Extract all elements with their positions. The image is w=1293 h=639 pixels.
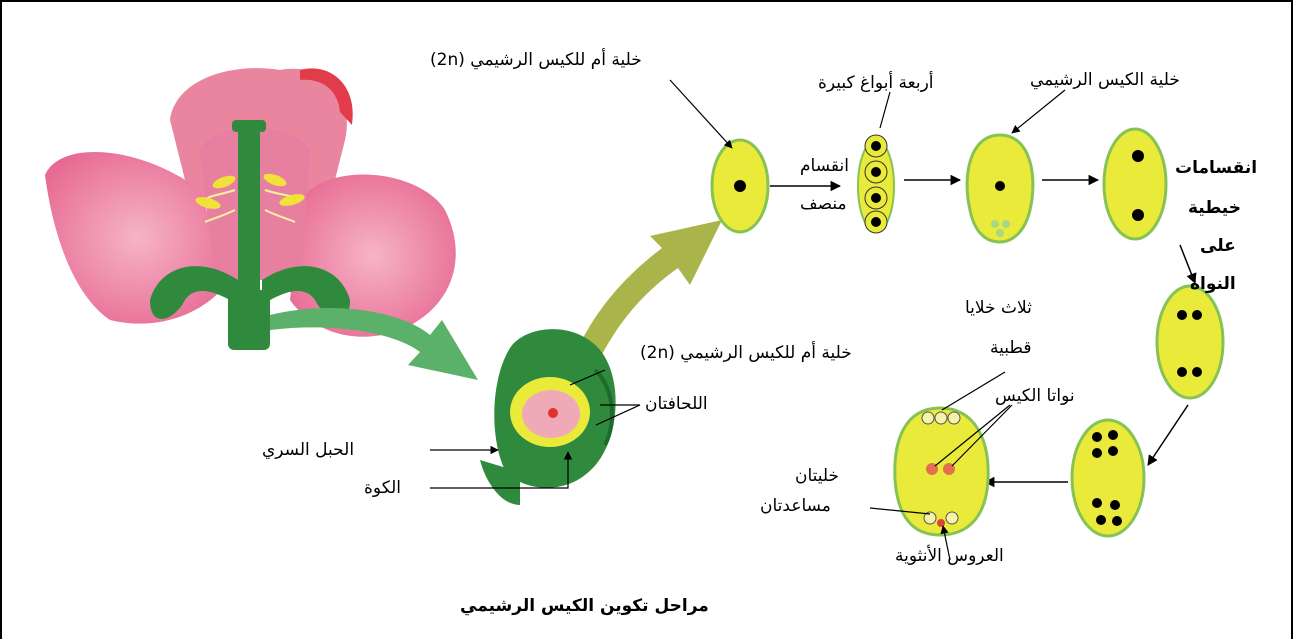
ovule-megaspore-nucleus (548, 408, 558, 418)
label-micropyle: الكوة (364, 480, 401, 497)
label-embryo-sac-cell: خلية الكيس الرشيمي (1030, 72, 1180, 89)
label-egg: العروس الأنثوية (895, 548, 1004, 565)
antipodal-2 (935, 412, 947, 424)
egg-cell (937, 519, 945, 527)
label-meiosis-2: منصف (800, 196, 847, 213)
arrow-4-to-8 (1148, 405, 1188, 465)
antipodal-1 (922, 412, 934, 424)
label-synergids-1: خليتان (795, 468, 839, 485)
label-megaspore-mother-top: خلية أم للكيس الرشيمي (2n) (430, 52, 642, 69)
embryo-sac-nucleus (995, 181, 1005, 191)
diagram-title: مراحل تكوين الكيس الرشيمي (460, 598, 709, 615)
label-mitotic-2: خيطية (1188, 200, 1241, 217)
pistil-stigma (232, 120, 266, 132)
label-megaspore-mother-ovule: خلية أم للكيس الرشيمي (2n) (640, 345, 852, 362)
mature-embryo-sac (895, 408, 988, 535)
pistil-style (238, 128, 260, 318)
label-three-cells-2: قطبية (990, 340, 1031, 357)
eight-nuclei-stage (1072, 420, 1144, 536)
label-polar-nuclei: نواتا الكيس (995, 388, 1075, 405)
ovule-illustration (480, 329, 616, 505)
label-mitotic-3: على (1200, 238, 1236, 255)
antipodal-3 (948, 412, 960, 424)
label-mitotic-4: النواة (1190, 276, 1236, 293)
flower-illustration (45, 68, 456, 350)
label-meiosis-1: انقسام (800, 158, 849, 175)
label-mitotic-1: انقسامات (1175, 160, 1257, 177)
big-arrow-flower-to-ovule (270, 308, 478, 380)
receptacle (228, 290, 270, 350)
four-megaspores (858, 135, 894, 233)
label-integuments: اللحافتان (645, 396, 708, 413)
label-funiculus: الحبل السري (262, 442, 354, 459)
label-synergids-2: مساعدتان (760, 498, 831, 515)
two-nuclei-stage (1104, 129, 1166, 239)
label-three-cells-1: ثلاث خلايا (965, 300, 1032, 317)
label-four-spores: أربعة أبواغ كبيرة (818, 75, 934, 92)
four-nuclei-stage (1157, 286, 1223, 398)
megaspore-mother-nucleus (734, 180, 746, 192)
synergid-2 (946, 512, 958, 524)
